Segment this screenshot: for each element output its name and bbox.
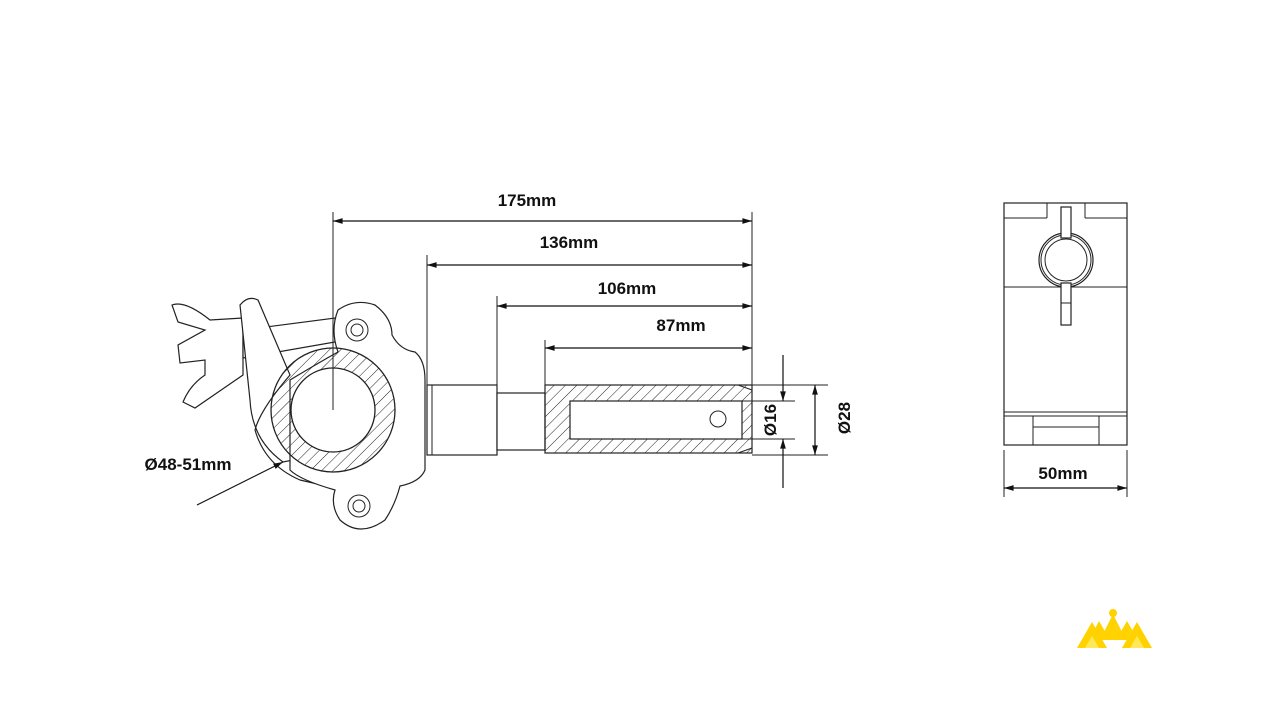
spigot [426, 384, 753, 456]
clamp-lever [239, 297, 346, 489]
spigot-chamfer [737, 384, 753, 454]
dim-inner-diameter: Ø16 [761, 404, 780, 436]
clamp-side-view [171, 297, 426, 530]
dim-136: 136mm [540, 233, 599, 252]
dim-tube-range: Ø48-51mm [145, 455, 232, 474]
dim-175: 175mm [498, 191, 557, 210]
wing-nut [171, 303, 244, 409]
clamp-front-view [1003, 202, 1128, 497]
spigot-collar [426, 384, 498, 456]
spigot-bore [569, 400, 743, 440]
lower-bolt-hole-inner [352, 499, 366, 513]
upper-bolt-hole-inner [350, 323, 364, 337]
dim-106: 106mm [598, 279, 657, 298]
pin-hole [709, 410, 727, 428]
dimension-lines [196, 212, 828, 506]
lower-bolt-hole [347, 494, 371, 518]
dim-width: 50mm [1038, 464, 1087, 483]
dim-87: 87mm [656, 316, 705, 335]
yellow-triangles-logo [1077, 609, 1152, 648]
spigot-neck [496, 392, 546, 451]
upper-bolt-hole [345, 318, 369, 342]
tube-section-hatched [270, 347, 396, 473]
dim-outer-diameter: Ø28 [835, 402, 854, 434]
